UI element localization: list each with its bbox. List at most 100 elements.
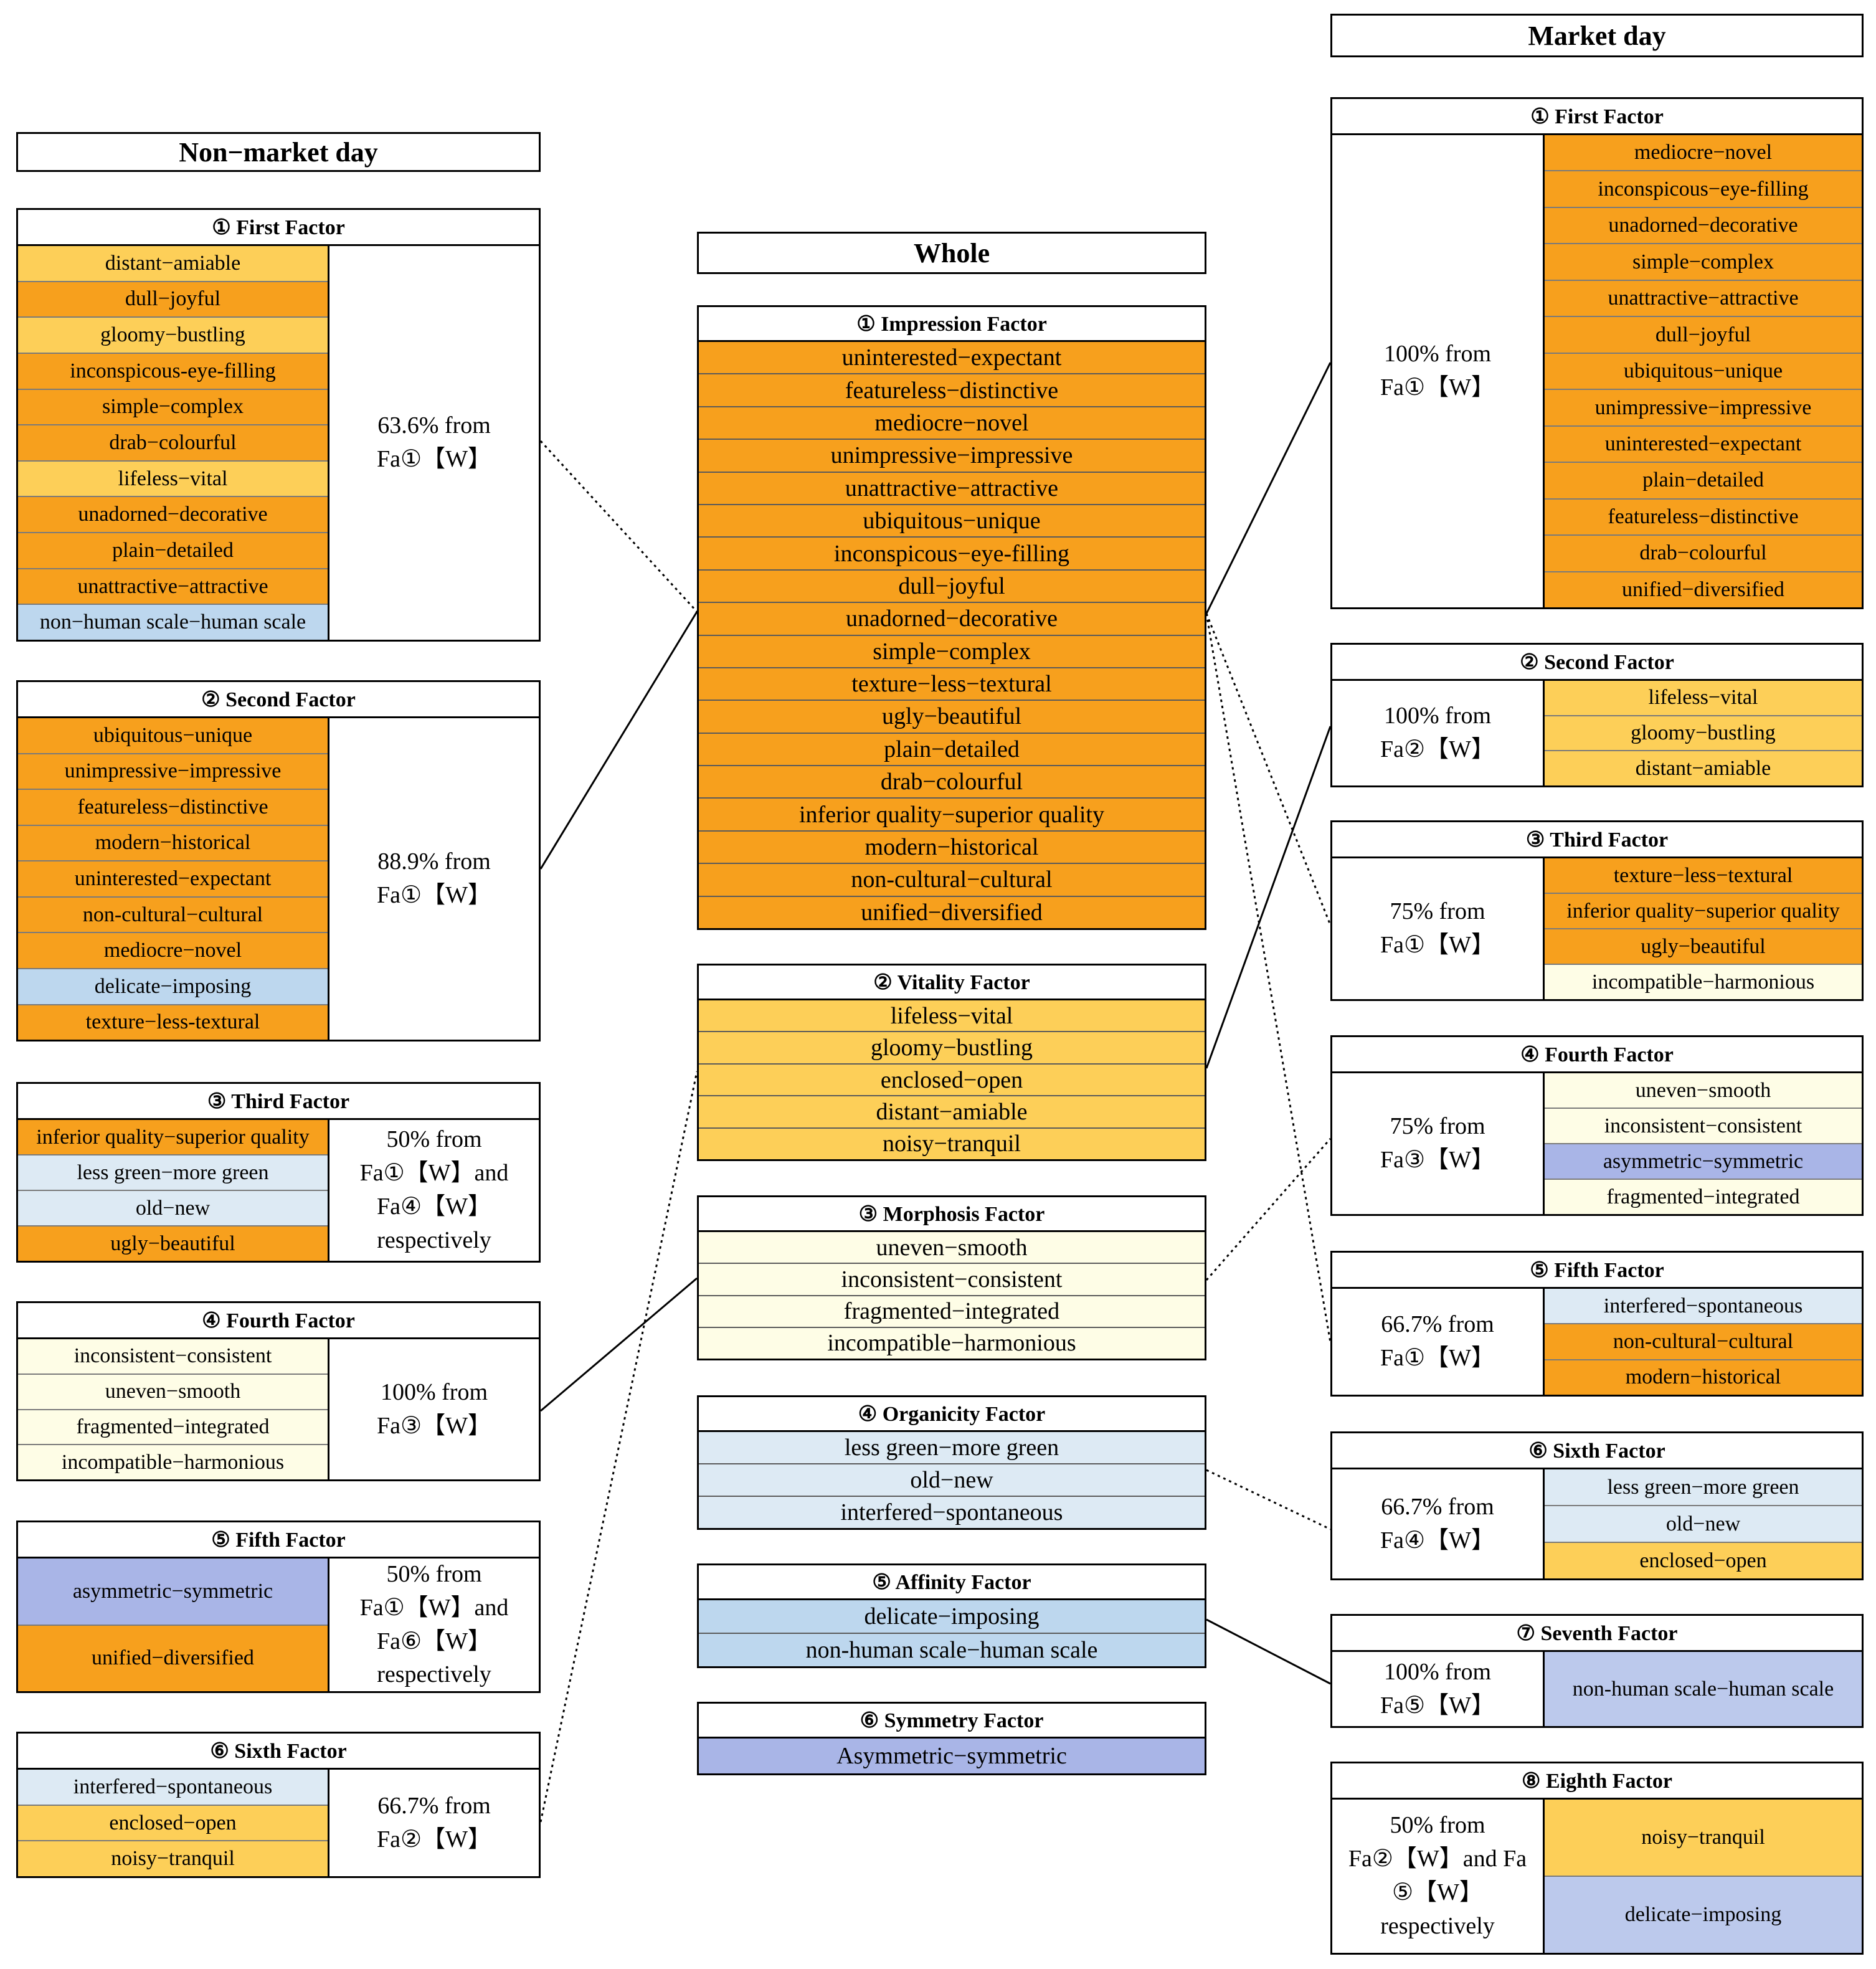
factor-item: distant−amiable <box>1545 750 1862 786</box>
source-note-line: 100% from <box>1383 341 1492 368</box>
factor-title: ④ Fourth Factor <box>1332 1037 1862 1073</box>
factor-title: ⑥ Sixth Factor <box>1332 1433 1862 1469</box>
link-w1-m5 <box>1205 613 1332 1343</box>
factor-item: old−new <box>1545 1505 1862 1542</box>
factor-item: fragmented−integrated <box>699 1294 1205 1327</box>
factor-item: unimpressive−impressive <box>18 752 328 789</box>
source-note-line: Fa③【W】 <box>377 1412 491 1439</box>
factor-title: ② Second Factor <box>18 682 539 718</box>
factor-item: ubiquitous−unique <box>18 718 328 753</box>
factor-items: non-human scale−human scale <box>1543 1652 1862 1726</box>
factor-item: enclosed−open <box>18 1804 328 1841</box>
link-w3-m4 <box>1205 1138 1332 1281</box>
factor-item: inconspicous−eye-filling <box>699 536 1205 569</box>
factor-title: ⑤ Fifth Factor <box>1332 1253 1862 1289</box>
whole-header: Whole <box>697 232 1206 274</box>
source-note-line: ⑤【W】 <box>1392 1879 1483 1905</box>
factor-item: delicate−imposing <box>699 1600 1205 1633</box>
factor-item: unified−diversified <box>18 1624 328 1691</box>
factor-title: ① First Factor <box>18 210 539 246</box>
factor-items: Asymmetric−symmetric <box>699 1739 1205 1773</box>
factor-item: simple−complex <box>18 388 328 425</box>
factor-title: ③ Third Factor <box>18 1084 539 1120</box>
link-nm2-w1 <box>539 611 698 870</box>
source-note-line: Fa①【W】 <box>377 446 491 472</box>
source-note-line: Fa④【W】 <box>1380 1527 1495 1554</box>
source-note-line: 100% from <box>1383 703 1492 729</box>
factor-item: incompatible−harmonious <box>699 1326 1205 1359</box>
factor-item: texture−less−textural <box>1545 858 1862 893</box>
factor-item: interfered−spontaneous <box>699 1496 1205 1528</box>
factor-title: ② Second Factor <box>1332 645 1862 681</box>
link-w1-m1 <box>1205 362 1332 614</box>
factor-item: inconsistent−consistent <box>1545 1108 1862 1143</box>
factor-item: non-human scale−human scale <box>1545 1652 1862 1726</box>
factor-item: old−new <box>18 1190 328 1225</box>
factor-item: lifeless−vital <box>18 460 328 496</box>
source-note-line: Fa②【W】 <box>1380 736 1495 762</box>
source-note-line: Fa①【W】 <box>377 882 491 908</box>
factor-item: uneven−smooth <box>1545 1073 1862 1108</box>
factor-title: ⑤ Affinity Factor <box>699 1565 1205 1600</box>
link-w4-m6 <box>1206 1469 1331 1530</box>
factor-title: ④ Fourth Factor <box>18 1303 539 1339</box>
link-nm6-w2 <box>539 1071 698 1823</box>
factor-item: ubiquitous−unique <box>1545 352 1862 389</box>
factor-item: mediocre−novel <box>699 406 1205 439</box>
factor-item: uninterested−expectant <box>1545 425 1862 462</box>
factor-item: featureless−distinctive <box>699 373 1205 406</box>
source-note-line: Fa⑥【W】 <box>377 1628 491 1654</box>
factor-item: distant−amiable <box>18 246 328 281</box>
factor-item: unadorned−decorative <box>1545 206 1862 244</box>
factor-item: gloomy−bustling <box>18 316 328 353</box>
source-note-line: 50% from <box>386 1126 482 1153</box>
factor-item: featureless−distinctive <box>18 789 328 825</box>
factor-item: unattractive−attractive <box>699 471 1205 504</box>
factor-item: old−new <box>699 1463 1205 1496</box>
source-note-line: 75% from <box>1390 898 1485 925</box>
non-market-day-header: Non−market day <box>16 132 541 172</box>
factor-item: simple−complex <box>699 634 1205 667</box>
factor-item: texture−less−textural <box>699 667 1205 700</box>
factor-item: asymmetric−symmetric <box>18 1559 328 1625</box>
factor-item: uninterested−expectant <box>18 860 328 896</box>
factor-item: modern−historical <box>1545 1359 1862 1395</box>
factor-title: ② Vitality Factor <box>699 966 1205 1000</box>
factor-item: incompatible−harmonious <box>18 1444 328 1479</box>
factor-item: ugly−beautiful <box>699 700 1205 733</box>
factor-item: modern−historical <box>699 830 1205 863</box>
factor-item: noisy−tranquil <box>18 1840 328 1877</box>
factor-item: non-cultural−cultural <box>1545 1323 1862 1359</box>
factor-title: ④ Organicity Factor <box>699 1397 1205 1432</box>
market-day-header: Market day <box>1330 14 1864 57</box>
factor-item: Asymmetric−symmetric <box>699 1739 1205 1773</box>
factor-title: ① Impression Factor <box>699 307 1205 342</box>
factor-item: uneven−smooth <box>18 1373 328 1409</box>
